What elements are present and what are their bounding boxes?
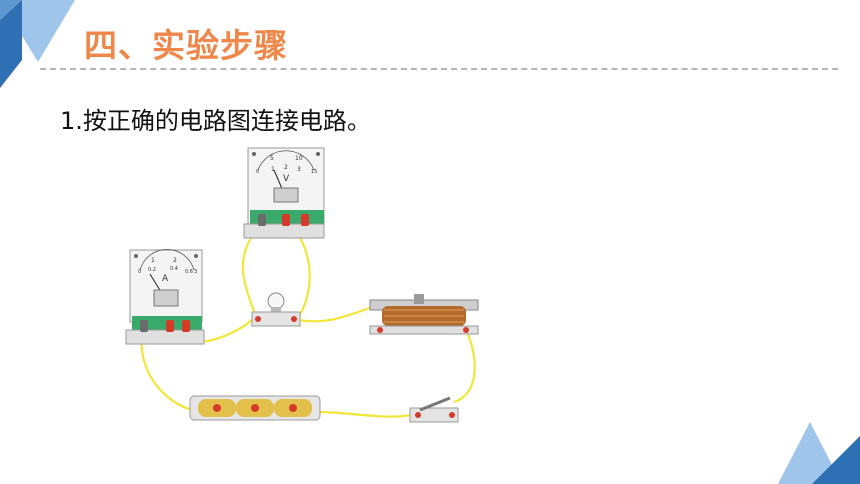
ammeter-letter: A [162,274,169,284]
ammeter-scale-end: 0 [138,269,141,275]
circuit-diagram: 5 10 1 2 3 0 15 V 1 2 0.2 0.4 0.6 0 3 A [125,147,479,423]
voltmeter-icon: 5 10 1 2 3 0 15 V [243,147,325,239]
ammeter-scale-mark: 0.4 [170,266,178,272]
voltmeter-scale-mark: 2 [284,164,288,171]
rheostat-icon [369,294,479,335]
switch-icon [409,396,459,423]
battery-icon [189,395,321,421]
voltmeter-scale-mark: 3 [297,166,301,173]
ammeter-scale-mark: 2 [173,257,177,264]
voltmeter-scale-mark: 5 [270,155,274,162]
voltmeter-scale-end: 15 [311,169,317,175]
ammeter-scale-mark: 0.2 [148,267,156,273]
corner-decoration-bottom [778,422,860,484]
voltmeter-letter: V [283,174,290,184]
ammeter-icon: 1 2 0.2 0.4 0.6 0 3 A [125,249,205,345]
step-instruction: 1.按正确的电路图连接电路。 [60,107,371,135]
voltmeter-scale-end: 0 [256,169,259,175]
ammeter-scale-mark: 1 [151,257,155,264]
title-divider [40,68,838,70]
corner-decoration-top [0,0,75,88]
voltmeter-scale-mark: 1 [271,166,275,173]
ammeter-scale-end: 3 [194,269,197,275]
ammeter-scale-mark: 0.6 [185,269,193,275]
bulb-icon [251,292,301,327]
voltmeter-scale-mark: 10 [295,155,303,162]
page-title: 四、实验步骤 [84,26,288,65]
